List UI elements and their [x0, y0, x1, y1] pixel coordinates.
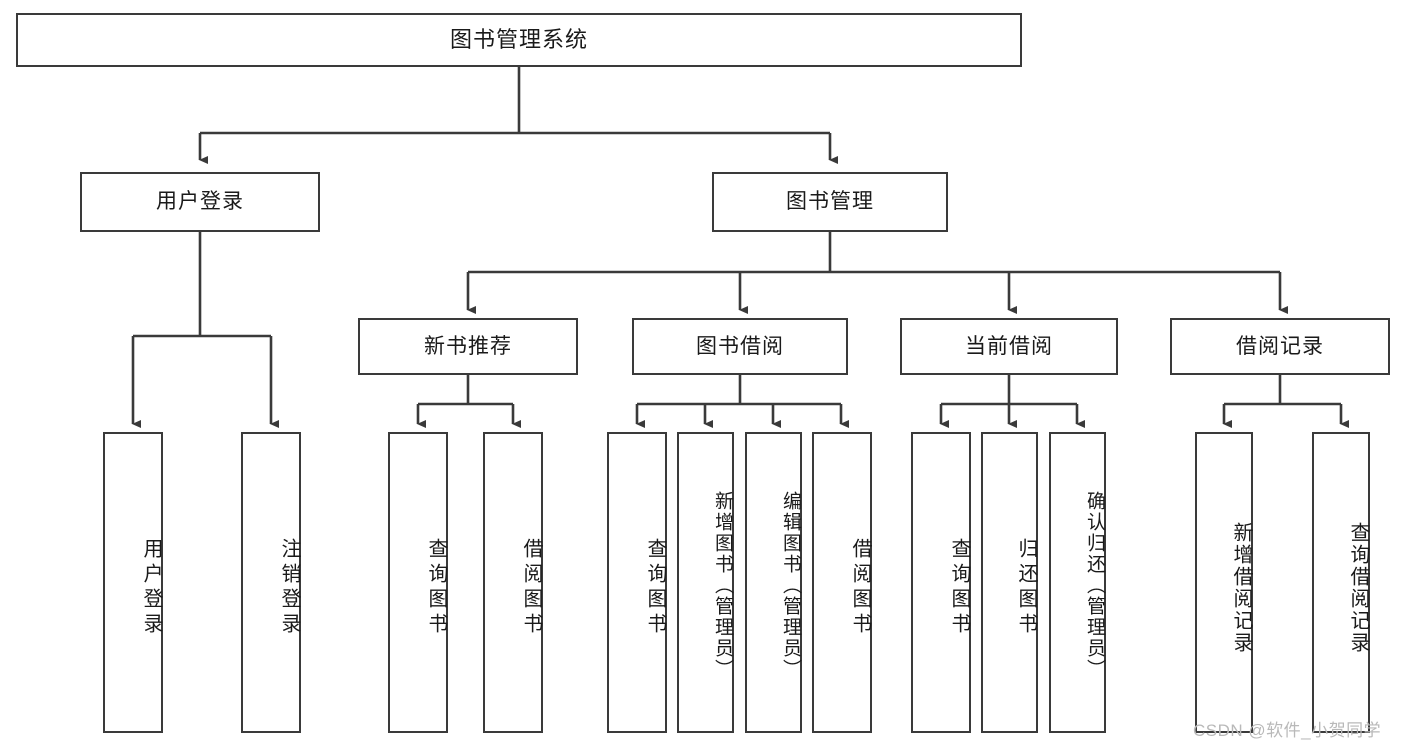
leaf-label: 确认归还（管理员） [1084, 491, 1105, 680]
leaf-label: 查询借阅记录 [1347, 521, 1369, 654]
leaf-label: 用户登录 [140, 537, 162, 638]
leaf-book-borrow-borrow[interactable]: 借阅图书 [812, 432, 872, 733]
leaf-label: 查询图书 [425, 537, 447, 638]
leaf-label: 查询图书 [644, 537, 666, 638]
node-current-borrow[interactable]: 当前借阅 [900, 318, 1118, 375]
leaf-label: 注销登录 [278, 537, 300, 638]
node-book-borrow[interactable]: 图书借阅 [632, 318, 848, 375]
leaf-borrow-record-add[interactable]: 新增借阅记录 [1195, 432, 1253, 733]
node-user-login[interactable]: 用户登录 [80, 172, 320, 232]
leaf-label: 归还图书 [1015, 537, 1037, 638]
leaf-current-borrow-return[interactable]: 归还图书 [981, 432, 1038, 733]
node-book-management[interactable]: 图书管理 [712, 172, 948, 232]
leaf-book-borrow-edit[interactable]: 编辑图书（管理员） [745, 432, 802, 733]
leaf-label: 新增图书（管理员） [712, 491, 733, 680]
leaf-book-borrow-add[interactable]: 新增图书（管理员） [677, 432, 734, 733]
leaf-new-book-borrow[interactable]: 借阅图书 [483, 432, 543, 733]
node-borrow-record[interactable]: 借阅记录 [1170, 318, 1390, 375]
leaf-borrow-record-query[interactable]: 查询借阅记录 [1312, 432, 1370, 733]
leaf-label: 借阅图书 [520, 537, 542, 638]
leaf-user-login-login[interactable]: 用户登录 [103, 432, 163, 733]
leaf-current-borrow-query[interactable]: 查询图书 [911, 432, 971, 733]
leaf-label: 新增借阅记录 [1230, 521, 1252, 654]
node-new-book-recommend[interactable]: 新书推荐 [358, 318, 578, 375]
leaf-user-login-logout[interactable]: 注销登录 [241, 432, 301, 733]
watermark-text: CSDN @软件_小贺同学 [1193, 721, 1382, 740]
node-root-book-management-system[interactable]: 图书管理系统 [16, 13, 1022, 67]
leaf-new-book-query[interactable]: 查询图书 [388, 432, 448, 733]
leaf-label: 编辑图书（管理员） [780, 491, 801, 680]
leaf-label: 借阅图书 [849, 537, 871, 638]
leaf-label: 查询图书 [948, 537, 970, 638]
leaf-book-borrow-query[interactable]: 查询图书 [607, 432, 667, 733]
leaf-current-borrow-confirm-return[interactable]: 确认归还（管理员） [1049, 432, 1106, 733]
